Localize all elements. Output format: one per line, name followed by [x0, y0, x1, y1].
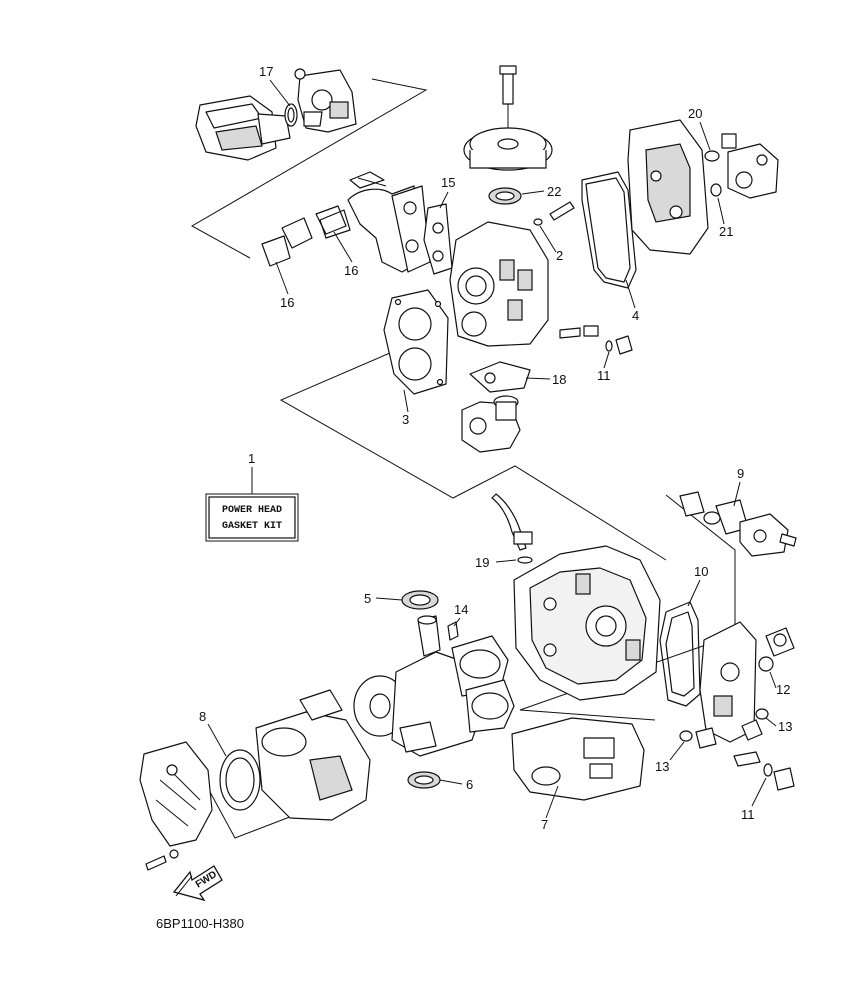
svg-text:11: 11 — [741, 807, 755, 822]
carburetor-gasket-17 — [284, 103, 298, 127]
callout-21: 21 — [717, 197, 733, 239]
callout-4: 4 — [625, 279, 639, 323]
callout-2: 2 — [539, 225, 563, 263]
callout-12: 12 — [769, 671, 790, 697]
bolt-11-upper — [559, 325, 633, 355]
callout-10: 10 — [687, 564, 708, 607]
bolt-2 — [533, 201, 575, 226]
dipstick-tube-part — [491, 493, 533, 551]
intake-gasket-15 — [423, 203, 453, 275]
gasket-18 — [469, 361, 531, 393]
svg-text:22: 22 — [547, 184, 561, 199]
callout-6: 6 — [439, 777, 473, 792]
svg-text:8: 8 — [199, 709, 206, 724]
svg-text:3: 3 — [402, 412, 409, 427]
o-ring-12 — [758, 656, 774, 672]
gasket-8 — [219, 749, 261, 811]
exhaust-cover-lower-part — [139, 741, 213, 847]
svg-text:1: 1 — [248, 451, 255, 466]
callout-11-upper: 11 — [597, 351, 611, 383]
callout-22: 22 — [521, 184, 561, 199]
callout-5: 5 — [364, 591, 403, 606]
svg-text:6: 6 — [466, 777, 473, 792]
callout-18: 18 — [525, 372, 566, 387]
callout-14: 14 — [453, 602, 468, 627]
svg-text:12: 12 — [776, 682, 790, 697]
bolt-13-right — [741, 719, 763, 741]
carburetor-part — [294, 68, 357, 133]
svg-text:18: 18 — [552, 372, 566, 387]
pulley-part — [463, 65, 553, 171]
callout-13-right: 13 — [765, 717, 792, 734]
reed-valves-part — [261, 205, 351, 267]
o-ring-21 — [710, 183, 722, 197]
svg-text:10: 10 — [694, 564, 708, 579]
o-ring-13-left — [679, 730, 693, 742]
crankcase-part — [513, 545, 661, 701]
kit-box-line-2: GASKET KIT — [222, 521, 282, 532]
exhaust-housing-part — [255, 689, 371, 821]
callout-11-lower: 11 — [741, 777, 767, 822]
thermostat-9-group — [679, 491, 797, 557]
o-ring-13-right — [755, 708, 769, 720]
svg-text:17: 17 — [259, 64, 273, 79]
svg-text:16: 16 — [344, 263, 358, 278]
callout-8: 8 — [199, 709, 227, 757]
svg-text:14: 14 — [454, 602, 468, 617]
bolt-washer-lower-left — [145, 849, 179, 871]
cylinder-head-part — [449, 221, 549, 347]
svg-text:19: 19 — [475, 555, 489, 570]
svg-text:11: 11 — [597, 368, 611, 383]
oil-seal-5 — [401, 590, 439, 610]
o-ring-20 — [704, 150, 720, 162]
svg-text:5: 5 — [364, 591, 371, 606]
svg-text:2: 2 — [556, 248, 563, 263]
intake-manifold-part — [347, 171, 431, 273]
callout-15: 15 — [439, 175, 455, 209]
svg-text:21: 21 — [719, 224, 733, 239]
callout-3: 3 — [402, 389, 409, 427]
key-14 — [447, 621, 459, 641]
svg-text:15: 15 — [441, 175, 455, 190]
svg-text:7: 7 — [541, 817, 548, 832]
exhaust-cover-part — [627, 119, 709, 255]
callout-1: 1 — [248, 451, 255, 494]
svg-text:20: 20 — [688, 106, 702, 121]
o-ring-19 — [517, 556, 533, 564]
callout-13-left: 13 — [655, 741, 685, 774]
svg-text:13: 13 — [778, 719, 792, 734]
svg-text:16: 16 — [280, 295, 294, 310]
callout-16-right: 16 — [333, 231, 358, 278]
callout-20: 20 — [688, 106, 711, 151]
thermostat-housing-part — [461, 395, 521, 453]
crankshaft-pistons-part — [353, 615, 515, 757]
svg-text:13: 13 — [655, 759, 669, 774]
kit-box-line-1: POWER HEAD — [222, 505, 282, 516]
gasket-7 — [511, 717, 645, 801]
svg-text:4: 4 — [632, 308, 639, 323]
gasket-kit-box: POWER HEAD GASKET KIT — [205, 493, 299, 542]
cover-gasket-4 — [581, 171, 637, 289]
diagram-code: 6BP1100-H380 — [156, 916, 244, 931]
svg-text:9: 9 — [737, 466, 744, 481]
callout-7: 7 — [541, 785, 559, 832]
callout-16-left: 16 — [275, 261, 294, 310]
oil-seal-6 — [407, 771, 441, 789]
callout-9: 9 — [733, 466, 744, 507]
thermostat-cover-part — [721, 133, 779, 199]
callout-17: 17 — [259, 64, 291, 107]
oil-seal-22 — [488, 187, 522, 205]
side-cover-part — [699, 621, 795, 743]
cylinder-head-gasket-3 — [383, 289, 449, 395]
fwd-arrow-icon: FWD — [172, 865, 223, 902]
bolt-13-left — [695, 727, 717, 749]
plug-11-lower — [733, 751, 795, 791]
gasket-10 — [659, 601, 701, 707]
callout-19: 19 — [475, 555, 517, 570]
intake-silencer-part — [195, 95, 291, 161]
